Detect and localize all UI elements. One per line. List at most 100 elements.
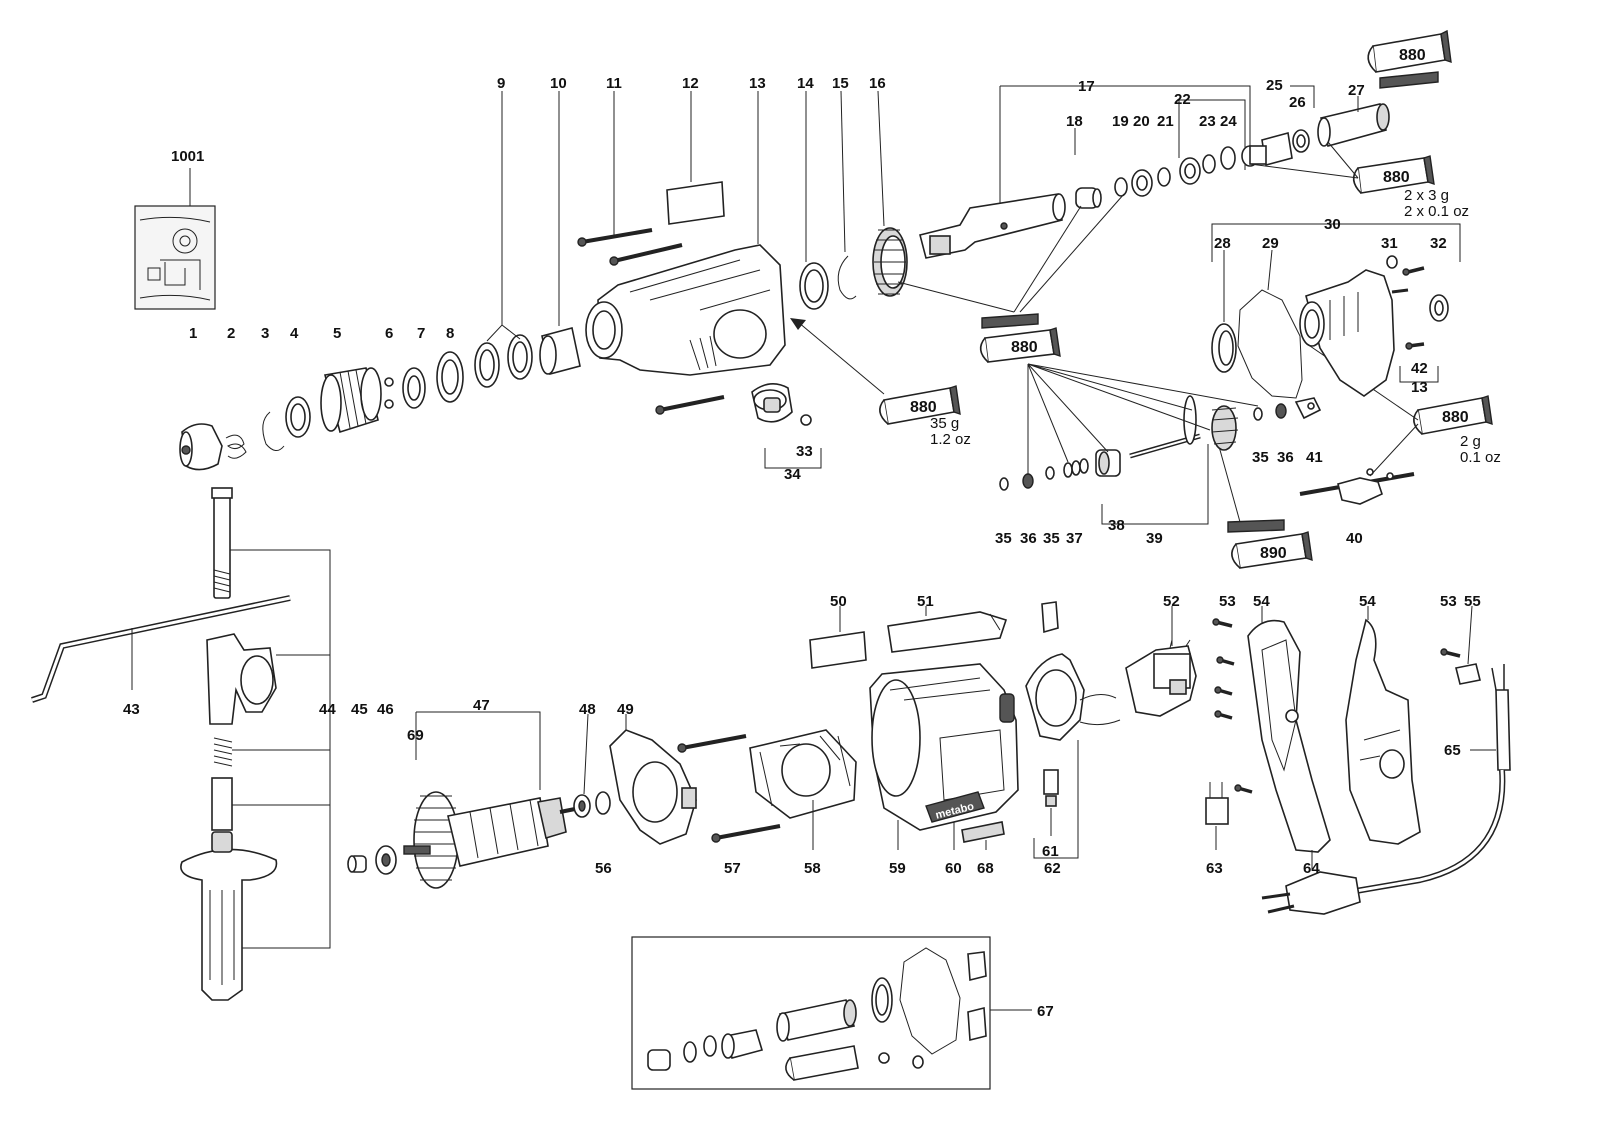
label-26: 26	[1289, 94, 1306, 111]
part-43-depth-stop	[31, 595, 291, 703]
grease-leader-lines-shaft	[1027, 363, 1259, 474]
part-65-cable	[1349, 664, 1511, 895]
part-24-o-ring	[1220, 146, 1236, 170]
label-28: 28	[1214, 235, 1231, 252]
tube-label-880-top: 880	[1399, 47, 1426, 64]
label-36b: 36	[1277, 449, 1294, 466]
part-26-ring	[1292, 129, 1310, 153]
label-35c: 35	[1252, 449, 1269, 466]
part-62-brush-holder	[1025, 601, 1121, 859]
part-55-terminal	[1455, 605, 1481, 685]
part-13-gear-housing	[585, 91, 786, 376]
tube-label-880-spindle: 880	[1011, 339, 1038, 356]
tube-label-880-b: 880	[1383, 169, 1410, 186]
label-27: 27	[1348, 82, 1365, 99]
part-25-piston	[1241, 85, 1315, 167]
label-35b: 35	[1043, 530, 1060, 547]
label-39: 39	[1146, 530, 1163, 547]
part-63-suppressor	[1205, 782, 1229, 850]
part-41-clip	[1294, 397, 1322, 420]
part-46-bearing	[375, 845, 397, 875]
part-69-armature	[403, 711, 581, 889]
label-48: 48	[579, 701, 596, 718]
part-53-screws	[1212, 618, 1461, 794]
qty-gearbox-g: 35 g	[930, 415, 959, 432]
label-69: 69	[407, 727, 424, 744]
part-49-fan-baffle	[609, 714, 697, 845]
qty-intermediate-g: 2 g	[1460, 433, 1481, 450]
label-59: 59	[889, 860, 906, 877]
label-64: 64	[1303, 860, 1320, 877]
label-42: 42	[1411, 360, 1428, 377]
part-11-screws	[577, 91, 725, 415]
label-63: 63	[1206, 860, 1223, 877]
part-19-o-ring	[1114, 177, 1128, 197]
label-15: 15	[832, 75, 849, 92]
part-54-handle-right	[1345, 606, 1421, 845]
grease-tube-spindle: 880	[897, 193, 1125, 363]
part-68-rating-plate	[961, 821, 1005, 850]
label-23: 23	[1199, 113, 1216, 130]
label-29: 29	[1262, 235, 1279, 252]
part-59-motor-housing	[869, 663, 1019, 850]
part-52-switch	[1125, 606, 1197, 717]
label-1: 1	[189, 325, 197, 342]
label-37: 37	[1066, 530, 1083, 547]
label-16: 16	[869, 75, 886, 92]
part-48-bearing	[573, 713, 591, 818]
label-21: 21	[1157, 113, 1174, 130]
label-6: 6	[385, 325, 393, 342]
part-14-ring	[799, 91, 829, 310]
part-50-label	[809, 606, 867, 669]
part-21-o-ring	[1157, 167, 1171, 187]
label-58: 58	[804, 860, 821, 877]
part-22-ring-group	[1178, 99, 1246, 185]
label-33: 33	[796, 443, 813, 460]
tube-label-890: 890	[1260, 545, 1287, 562]
label-53a: 53	[1219, 593, 1236, 610]
part-45-bearing	[347, 855, 367, 873]
label-52: 52	[1163, 593, 1180, 610]
label-12: 12	[682, 75, 699, 92]
part-57-screws	[677, 734, 781, 843]
part-42-screw	[1399, 342, 1439, 383]
part-35-washer	[999, 407, 1263, 491]
label-47: 47	[473, 697, 490, 714]
part-67-service-kit	[631, 936, 1032, 1090]
label-41: 41	[1306, 449, 1323, 466]
label-35a: 35	[995, 530, 1012, 547]
label-1001: 1001	[171, 148, 204, 165]
grease-tube-880-b: 880 2 x 3 g 2 x 0.1 oz	[1249, 141, 1469, 220]
label-49: 49	[617, 701, 634, 718]
part-44-side-handle	[180, 487, 331, 1001]
label-67: 67	[1037, 1003, 1054, 1020]
part-16-gear	[872, 90, 908, 297]
part-15-circlip	[837, 90, 857, 300]
label-43: 43	[123, 701, 140, 718]
part-9-rings	[474, 91, 533, 388]
label-24: 24	[1220, 113, 1237, 130]
part-56-o-ring	[595, 791, 611, 815]
label-20: 20	[1133, 113, 1150, 130]
label-65: 65	[1444, 742, 1461, 759]
label-7: 7	[417, 325, 425, 342]
label-17: 17	[1078, 78, 1095, 95]
label-13: 13	[749, 75, 766, 92]
label-56: 56	[595, 860, 612, 877]
part-58-stator	[749, 729, 857, 850]
label-34: 34	[784, 466, 801, 483]
part-18-striker	[1074, 128, 1102, 209]
label-25: 25	[1266, 77, 1283, 94]
label-36a: 36	[1020, 530, 1037, 547]
label-62: 62	[1044, 860, 1061, 877]
label-53b: 53	[1440, 593, 1457, 610]
label-22: 22	[1174, 91, 1191, 108]
part-2-spring	[225, 434, 247, 459]
label-31: 31	[1381, 235, 1398, 252]
label-54a: 54	[1253, 593, 1270, 610]
label-14: 14	[797, 75, 814, 92]
grease-tube-890: 890	[1214, 431, 1313, 569]
label-19: 19	[1112, 113, 1129, 130]
part-61-carbon-brush	[1043, 769, 1059, 836]
part-40-switch-rod	[1299, 468, 1415, 505]
